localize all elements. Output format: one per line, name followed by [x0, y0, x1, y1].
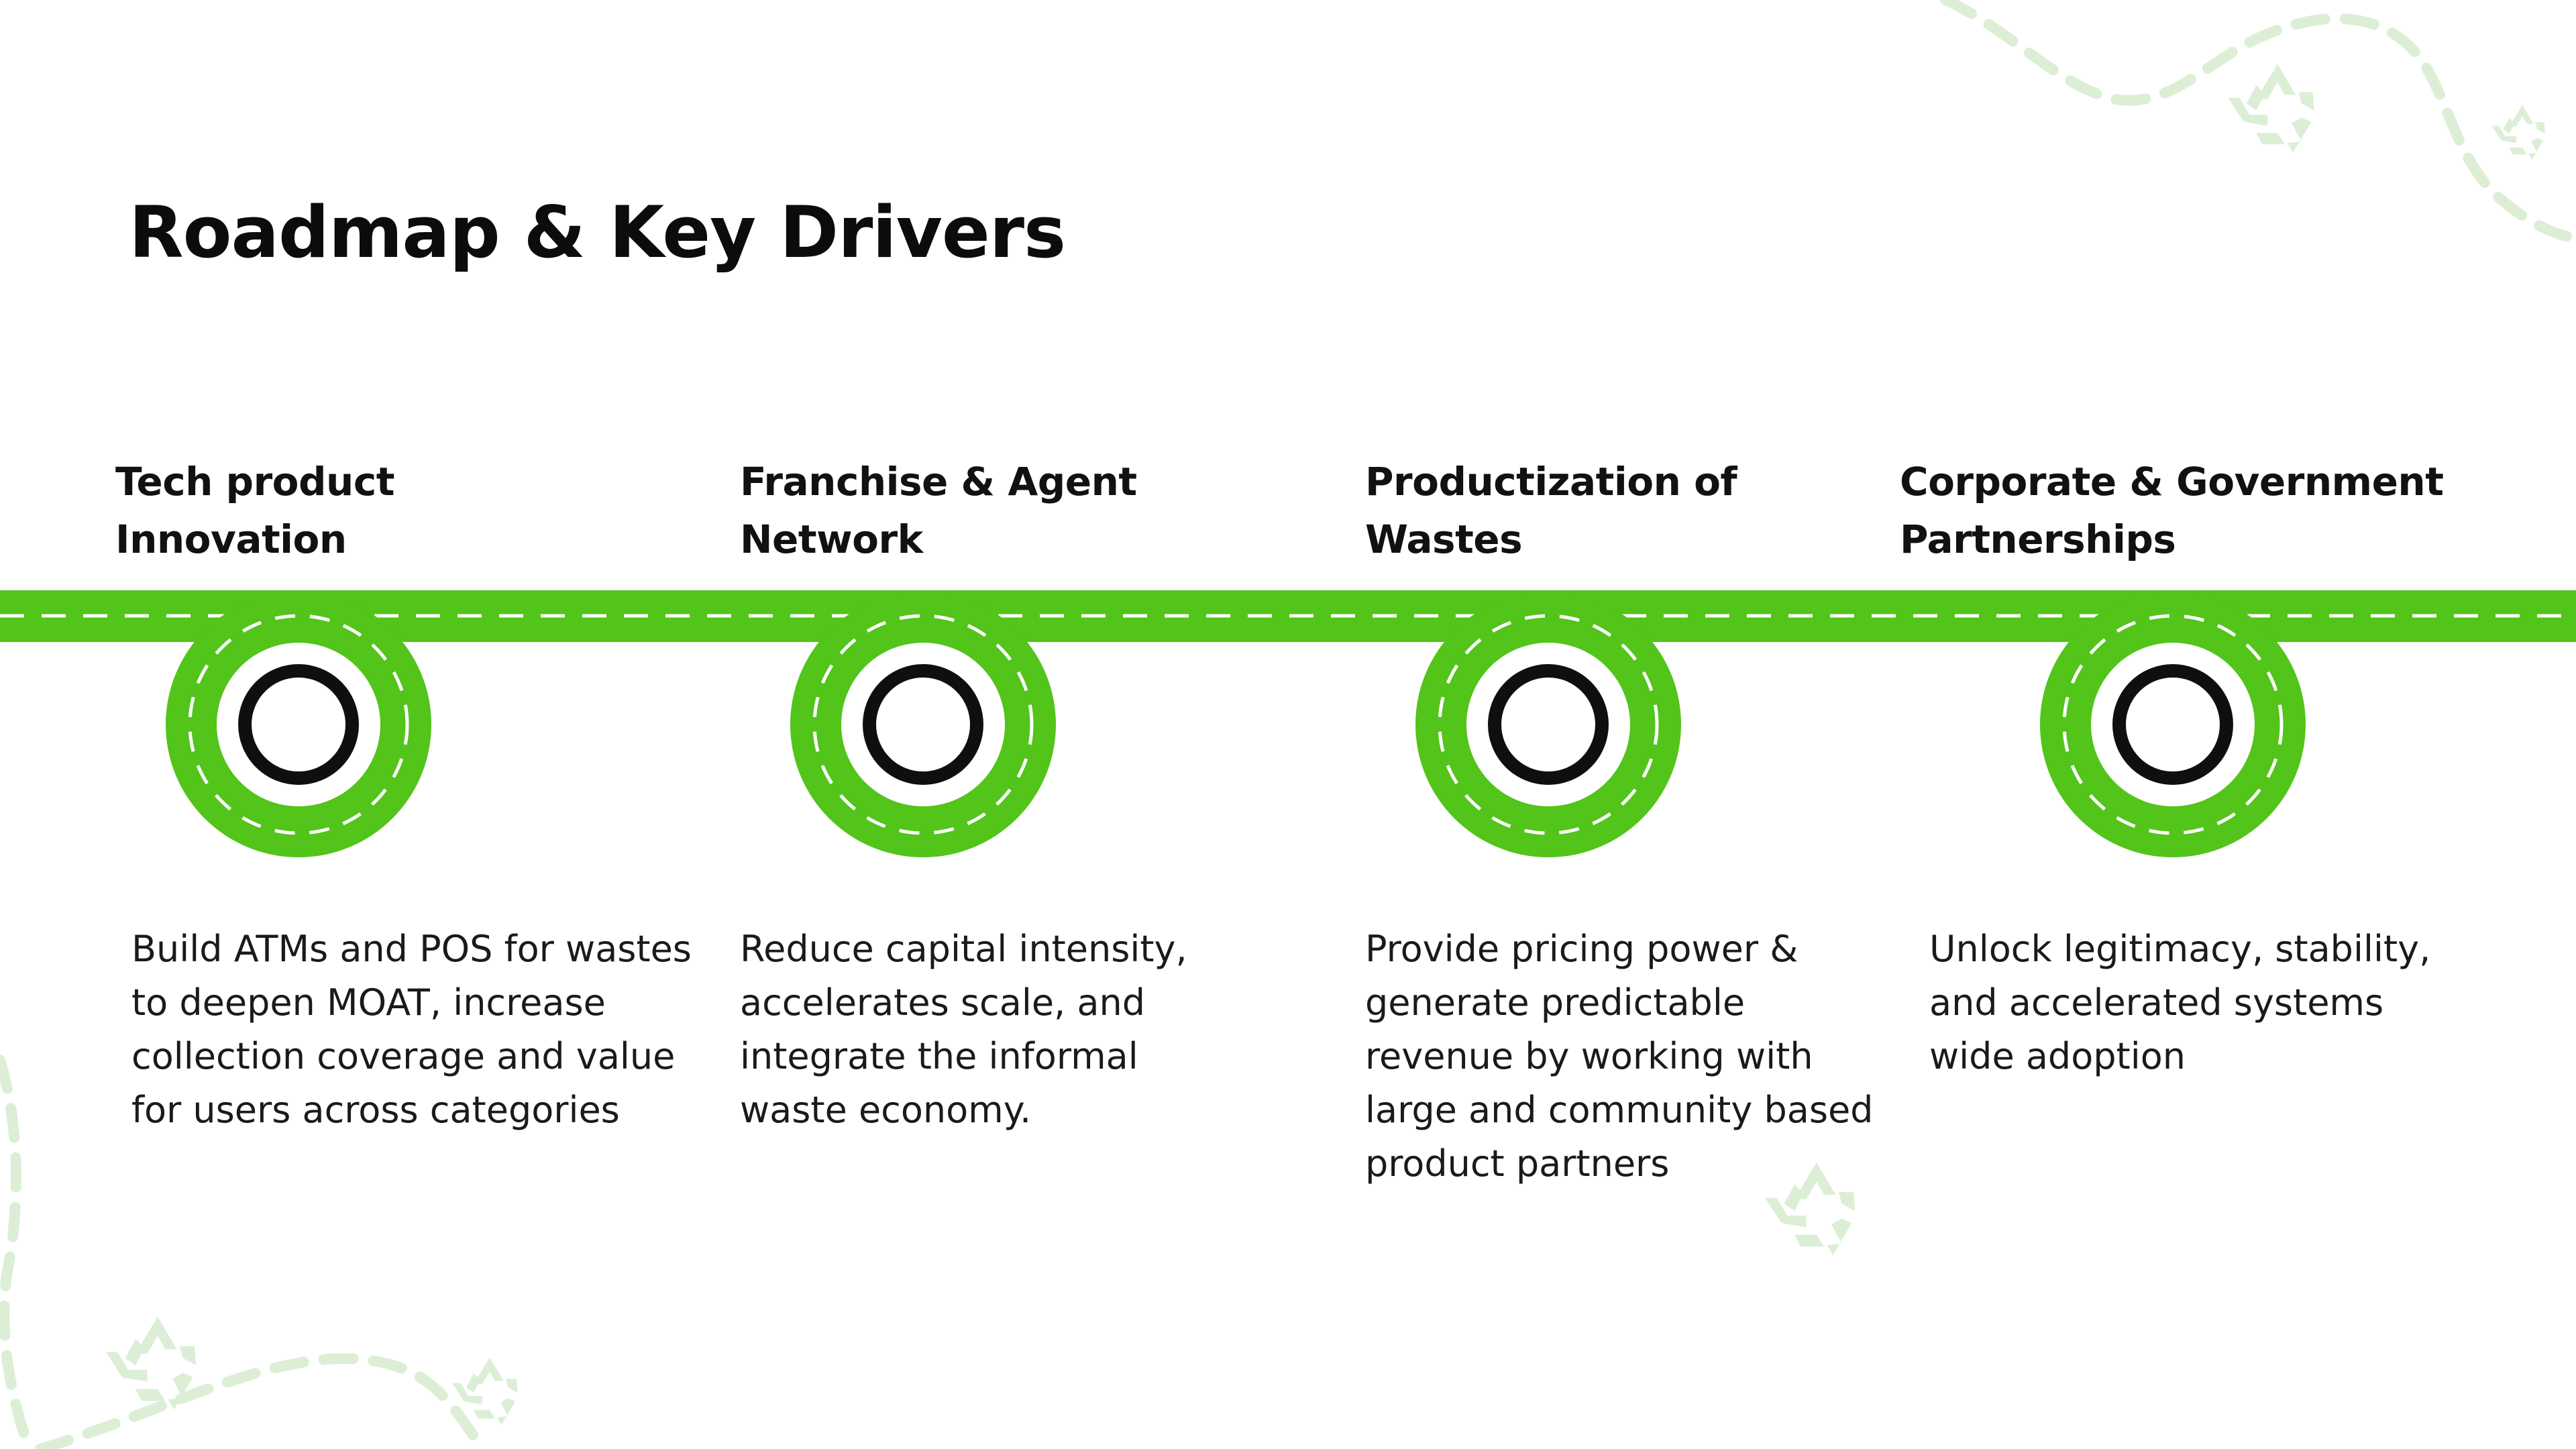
driver-heading-line: Tech product [115, 459, 394, 504]
node-ring-icon [1488, 664, 1609, 785]
desc-line: Build ATMs and POS for wastes [131, 928, 692, 970]
desc-line: collection coverage and value [131, 1035, 676, 1077]
driver-heading-line: Partnerships [1900, 517, 2176, 562]
desc-line: Reduce capital intensity, [740, 928, 1187, 970]
roadmap-node-4 [2040, 592, 2306, 857]
node-ring-icon [238, 664, 359, 785]
driver-heading-line: Innovation [115, 517, 347, 562]
desc-line: revenue by working with [1365, 1035, 1813, 1077]
driver-heading-tech-product: Tech product Innovation [115, 453, 394, 568]
driver-desc-franchise: Reduce capital intensity, accelerates sc… [740, 922, 1187, 1137]
desc-line: wide adoption [1929, 1035, 2186, 1077]
roadmap-node-1 [166, 592, 431, 857]
desc-line: Provide pricing power & [1365, 928, 1799, 970]
roadmap-node-2 [790, 592, 1056, 857]
desc-line: large and community based [1365, 1089, 1874, 1131]
desc-line: waste economy. [740, 1089, 1032, 1131]
driver-desc-productization: Provide pricing power & generate predict… [1365, 922, 1873, 1191]
driver-heading-line: Wastes [1365, 517, 1523, 562]
desc-line: for users across categories [131, 1089, 620, 1131]
driver-desc-tech-product: Build ATMs and POS for wastes to deepen … [131, 922, 692, 1137]
desc-line: and accelerated systems [1929, 981, 2384, 1024]
node-ring-icon [2112, 664, 2233, 785]
driver-heading-line: Network [740, 517, 923, 562]
driver-heading-franchise: Franchise & Agent Network [740, 453, 1137, 568]
desc-line: integrate the informal [740, 1035, 1138, 1077]
page-title: Roadmap & Key Drivers [129, 191, 1066, 274]
driver-heading-line: Franchise & Agent [740, 459, 1137, 504]
driver-desc-partnerships: Unlock legitimacy, stability, and accele… [1929, 922, 2430, 1083]
driver-heading-partnerships: Corporate & Government Partnerships [1900, 453, 2444, 568]
driver-heading-productization: Productization of Wastes [1365, 453, 1737, 568]
desc-line: Unlock legitimacy, stability, [1929, 928, 2431, 970]
desc-line: to deepen MOAT, increase [131, 981, 606, 1024]
driver-heading-line: Corporate & Government [1900, 459, 2444, 504]
driver-heading-line: Productization of [1365, 459, 1737, 504]
desc-line: accelerates scale, and [740, 981, 1145, 1024]
node-ring-icon [863, 664, 983, 785]
roadmap-node-3 [1415, 592, 1681, 857]
desc-line: product partners [1365, 1142, 1670, 1185]
desc-line: generate predictable [1365, 981, 1746, 1024]
